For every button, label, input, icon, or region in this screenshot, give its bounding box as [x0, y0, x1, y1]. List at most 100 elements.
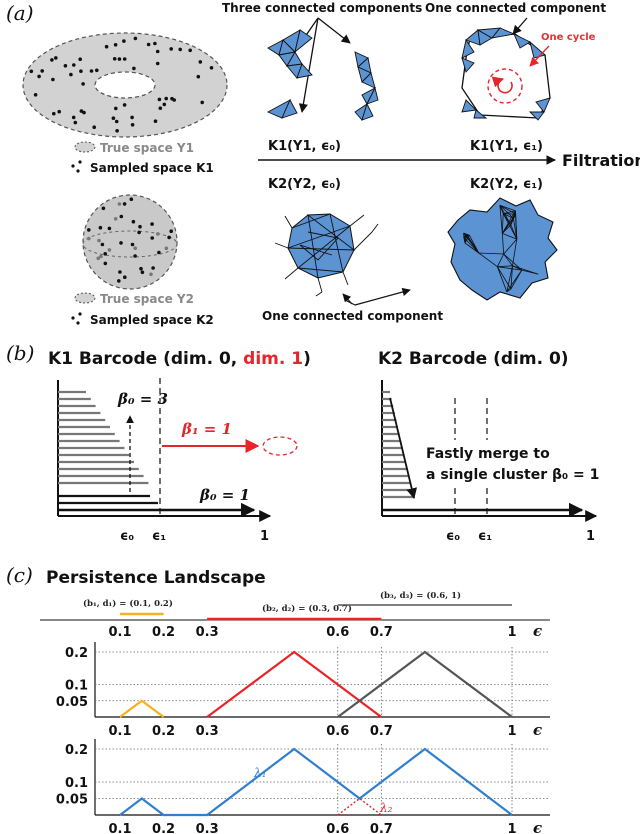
- sample-point: [209, 66, 214, 70]
- y-tick-label: 0.2: [65, 646, 88, 661]
- sample-point: [87, 236, 91, 241]
- x-axis-symbol: ϵ: [533, 622, 542, 640]
- sample-point: [118, 270, 122, 274]
- sample-point: [72, 63, 76, 67]
- x-tick-label: 0.1: [108, 822, 131, 834]
- sample-point: [150, 222, 154, 226]
- sample-point: [99, 254, 103, 259]
- cycle-arrow-icon: [491, 76, 513, 94]
- sample-point: [150, 236, 154, 240]
- x-tick-label: 0.3: [196, 724, 219, 739]
- sample-point: [63, 64, 68, 68]
- interval-label-3: (b₃, d₃) = (0.6, 1): [380, 590, 461, 601]
- legend-sampled-space-k1: Sampled space K1: [90, 161, 214, 175]
- sample-point: [133, 36, 138, 41]
- sample-point: [113, 217, 118, 221]
- x-tick-label: 0.3: [196, 822, 219, 834]
- annotation-one-cycle: One cycle: [541, 32, 596, 43]
- sample-point: [167, 235, 171, 240]
- complex-k2-eps0: [274, 213, 379, 297]
- k1-tick-eps1: ϵ₁: [152, 529, 166, 544]
- sample-point: [29, 69, 34, 74]
- sample-point: [115, 129, 119, 133]
- sample-point: [78, 57, 82, 61]
- sample-point: [40, 69, 44, 73]
- y-tick-label: 0.1: [65, 776, 88, 791]
- y-tick-label: 0.05: [56, 695, 88, 710]
- sample-point: [122, 57, 127, 61]
- x-tick-label: 1: [507, 822, 516, 834]
- sample-point: [100, 242, 105, 247]
- sample-point: [157, 97, 162, 102]
- sphere-sample-points: [87, 197, 173, 283]
- label-k1-eps1: K1(Y1, ϵ₁): [470, 139, 543, 154]
- sample-point: [104, 44, 109, 49]
- x-tick-label: 1: [507, 724, 516, 739]
- sample-point: [69, 72, 73, 77]
- annotation-one-component-bottom: One connected component: [262, 309, 443, 323]
- sample-point: [71, 115, 76, 120]
- legend-true-space-y2: True space Y2: [100, 292, 194, 306]
- y-tick-label: 0.05: [56, 793, 88, 808]
- legend-sampled-space-k2: Sampled space K2: [90, 313, 214, 327]
- x-tick-label: 0.7: [370, 625, 393, 640]
- sample-point: [140, 270, 145, 275]
- sample-point: [122, 103, 127, 107]
- k1-barcode-title: K1 Barcode (dim. 0, dim. 1): [48, 349, 311, 369]
- sample-point: [131, 219, 136, 224]
- beta0-equals-3: β₀ = 3: [117, 390, 168, 408]
- landscape-series-2: [337, 797, 382, 816]
- sample-point: [113, 43, 118, 47]
- sample-point: [117, 57, 122, 61]
- sample-point: [119, 241, 123, 245]
- k2-tick-eps1: ϵ₁: [478, 529, 492, 544]
- annotation-three-components: Three connected components: [222, 1, 422, 15]
- x-tick-label: 0.2: [152, 724, 175, 739]
- sample-point: [117, 202, 122, 206]
- sample-point: [153, 119, 158, 123]
- panel-b: (b) K1 Barcode (dim. 0, dim. 1) K2 Barco…: [6, 341, 608, 544]
- landscape-series-2: [206, 650, 382, 718]
- sample-point: [169, 47, 173, 51]
- sample-point: [133, 254, 137, 258]
- cycle-dashed-circle: [487, 68, 523, 104]
- sample-point: [169, 229, 173, 233]
- merge-text-line2: a single cluster β₀ = 1: [426, 467, 599, 483]
- sample-point: [137, 230, 141, 235]
- sample-point: [119, 214, 124, 219]
- sample-point: [57, 109, 61, 114]
- sample-point: [123, 275, 127, 280]
- panel-a: (a) True space Y1 Sampled space K1 True …: [6, 1, 640, 327]
- sample-point: [157, 250, 161, 255]
- k2-barcode-title: K2 Barcode (dim. 0): [378, 349, 569, 369]
- sample-point: [146, 42, 151, 47]
- landscape-series-1: [119, 699, 165, 718]
- sample-point: [149, 272, 153, 277]
- sample-point: [178, 47, 182, 52]
- sample-point: [155, 49, 160, 54]
- torus-true-space-y1: [22, 32, 228, 138]
- sphere-true-space-y2: [82, 194, 178, 290]
- complex-k1-eps1: One cycle: [461, 27, 596, 121]
- sample-point: [196, 74, 201, 79]
- sample-point: [129, 197, 134, 201]
- panel-c-label: (c): [6, 563, 33, 587]
- sample-point: [164, 246, 169, 251]
- sample-point: [122, 39, 126, 43]
- sample-point: [111, 116, 116, 120]
- sample-point: [101, 206, 106, 211]
- sample-point: [92, 125, 96, 129]
- x-tick-label: 0.6: [326, 625, 349, 640]
- persistence-landscape-title: Persistence Landscape: [46, 568, 266, 588]
- sample-point: [130, 242, 135, 247]
- sample-point: [117, 279, 121, 283]
- x-tick-label: 0.7: [370, 724, 393, 739]
- sample-point: [95, 68, 99, 73]
- landscape-series-1: [119, 747, 513, 817]
- sample-point: [96, 256, 100, 261]
- x-tick-label: 0.6: [326, 724, 349, 739]
- lambda1-label: λ₁: [253, 766, 266, 780]
- annotation-one-component: One connected component: [425, 1, 606, 15]
- interval-label-1: (b₁, d₁) = (0.1, 0.2): [83, 598, 173, 609]
- y-tick-label: 0.2: [65, 743, 88, 758]
